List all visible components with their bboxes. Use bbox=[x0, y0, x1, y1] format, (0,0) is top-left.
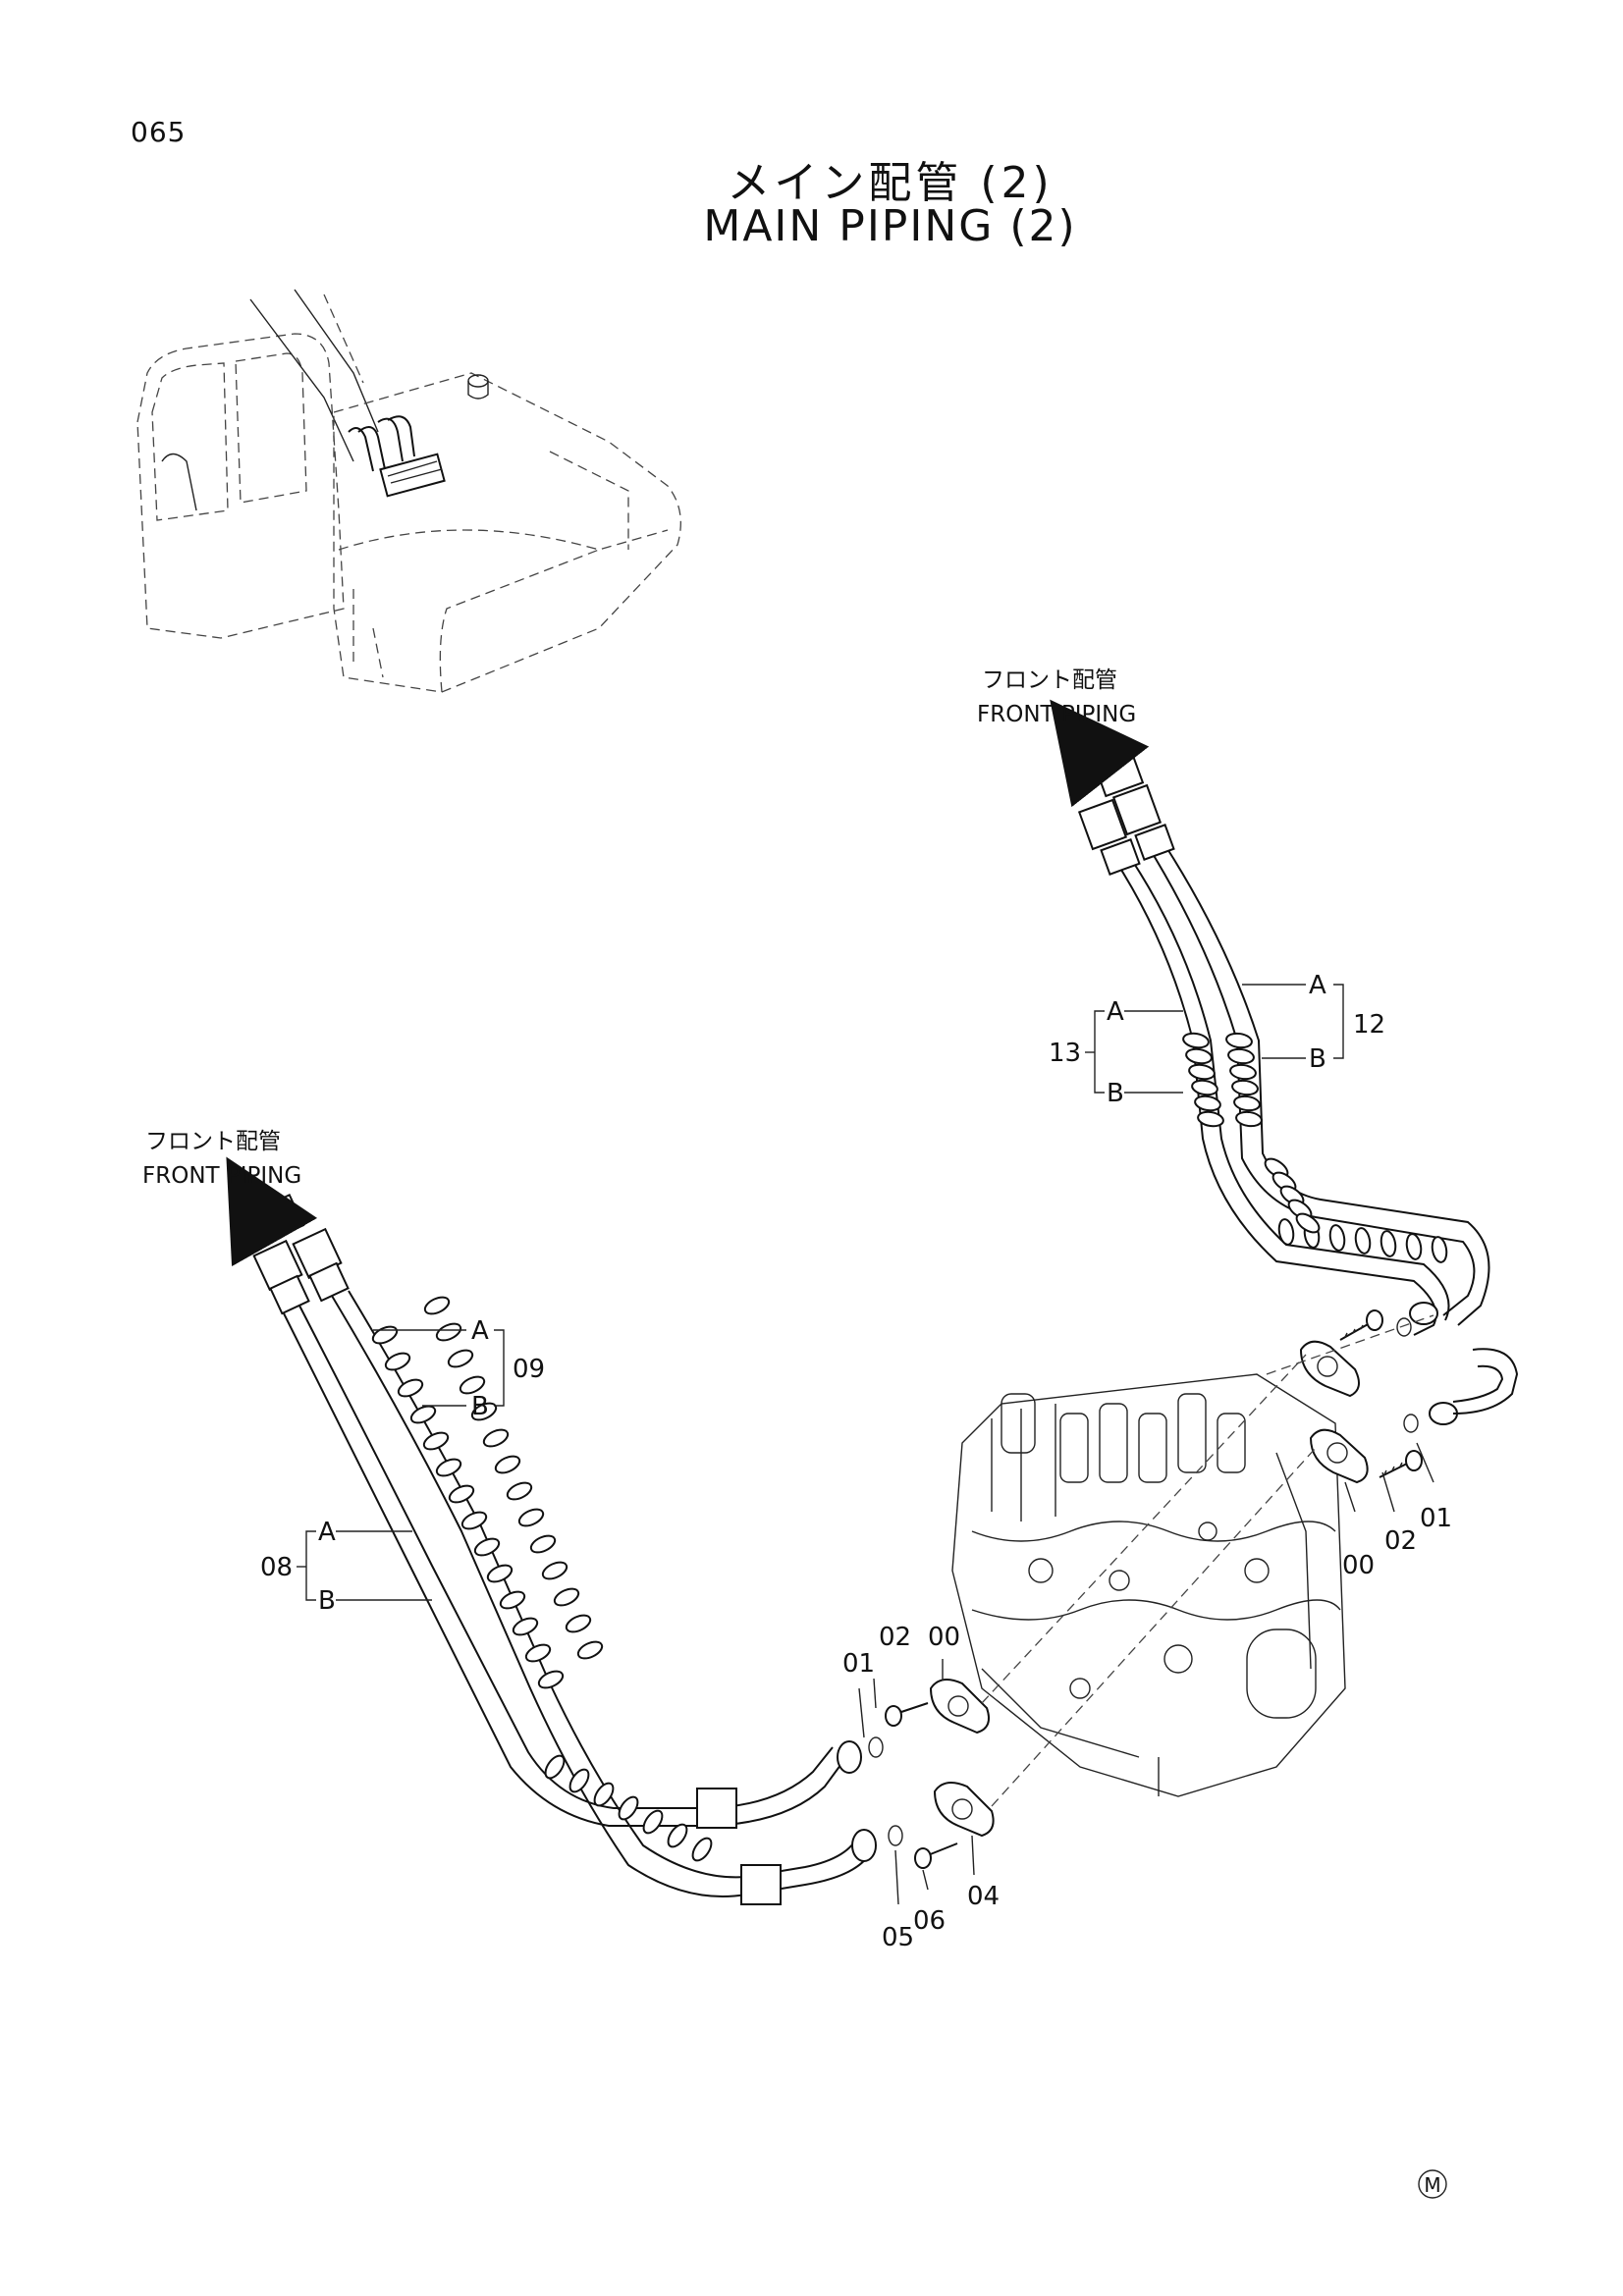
hose-protector-ring bbox=[593, 1782, 615, 1807]
hose-protector-ring bbox=[529, 1534, 557, 1554]
front-piping-arrow-right bbox=[1050, 699, 1150, 808]
front-piping-label-jp: フロント配管 bbox=[145, 1129, 281, 1154]
hose-protector-ring bbox=[1225, 1032, 1253, 1049]
hose-protector-ring bbox=[1185, 1047, 1213, 1065]
hose-end-label: A bbox=[1107, 997, 1124, 1027]
hose-protector-ring bbox=[1229, 1063, 1257, 1081]
hose-protector-ring bbox=[435, 1458, 462, 1477]
hose-end-label: A bbox=[1309, 971, 1326, 1000]
hose-protector-ring bbox=[409, 1405, 437, 1424]
hose-protector-ring bbox=[422, 1431, 450, 1451]
page-title-japanese: メイン配管 (2) bbox=[727, 158, 1054, 208]
control-valve-illustration bbox=[951, 1373, 1346, 1797]
hose-protector-ring bbox=[482, 1428, 510, 1448]
part-label-02: 02 bbox=[879, 1623, 911, 1652]
hose-protector-ring bbox=[384, 1352, 411, 1371]
hose-protector-ring bbox=[459, 1375, 486, 1395]
hose-protector-ring bbox=[568, 1768, 590, 1793]
part-label-13: 13 bbox=[1049, 1039, 1081, 1068]
hose-end-label: B bbox=[1309, 1044, 1326, 1074]
hose-end-label: B bbox=[318, 1586, 336, 1616]
hose-protector-ring bbox=[473, 1537, 501, 1557]
hose-protector-ring bbox=[667, 1823, 688, 1848]
hose-protector-ring bbox=[512, 1617, 539, 1636]
hose-end-label: A bbox=[471, 1316, 489, 1346]
hose-protector-ring bbox=[486, 1564, 514, 1583]
front-piping-label-jp: フロント配管 bbox=[982, 667, 1117, 693]
hose-protector-ring bbox=[1197, 1110, 1224, 1128]
hose-protector-ring bbox=[517, 1508, 545, 1527]
hose-protector-ring bbox=[1191, 1079, 1218, 1096]
part-label-00: 00 bbox=[928, 1623, 960, 1652]
hose-protector-ring bbox=[553, 1587, 580, 1607]
hose-protector-ring bbox=[423, 1296, 451, 1315]
hose-protector-ring bbox=[1188, 1063, 1216, 1081]
valve-location-highlight bbox=[348, 415, 446, 498]
hose-assembly-08-09 bbox=[248, 1193, 903, 1905]
hose-protector-ring bbox=[1227, 1047, 1255, 1065]
hose-protector-ring bbox=[565, 1614, 592, 1633]
hose-protector-ring bbox=[618, 1795, 639, 1821]
hose-protector-ring bbox=[506, 1481, 533, 1501]
hose-protector-ring bbox=[494, 1455, 521, 1474]
part-label-09: 09 bbox=[513, 1355, 545, 1384]
hose-protector-ring bbox=[524, 1643, 552, 1663]
hose-protector-ring bbox=[397, 1378, 424, 1398]
leader-lines bbox=[297, 984, 1434, 1905]
part-label-08: 08 bbox=[260, 1553, 293, 1582]
front-piping-label-en: FRONT PIPING bbox=[142, 1163, 301, 1189]
flanges-and-bolts bbox=[885, 1309, 1434, 1869]
part-label-01: 01 bbox=[842, 1649, 875, 1679]
hose-protector-ring bbox=[691, 1837, 713, 1862]
hose-protector-ring bbox=[499, 1590, 526, 1610]
callout-front-piping-right: フロント配管 FRONT PIPING bbox=[977, 667, 1136, 727]
hose-end-label: B bbox=[1107, 1079, 1124, 1108]
part-label-02: 02 bbox=[1384, 1526, 1417, 1556]
front-piping-label-en: FRONT PIPING bbox=[977, 702, 1136, 727]
hose-protector-ring bbox=[448, 1484, 475, 1504]
part-label-12: 12 bbox=[1353, 1010, 1385, 1040]
hose-protector-ring bbox=[1277, 1218, 1295, 1246]
hose-protector-ring bbox=[371, 1325, 399, 1345]
excavator-overview-illustration bbox=[136, 289, 681, 693]
hose-protector-ring bbox=[1233, 1095, 1261, 1112]
hose-protector-ring bbox=[435, 1322, 462, 1342]
part-label-01: 01 bbox=[1420, 1504, 1452, 1533]
hose-protector-ring bbox=[1405, 1233, 1423, 1260]
hose-protector-ring bbox=[1431, 1236, 1448, 1263]
page-title-english: MAIN PIPING (2) bbox=[703, 201, 1077, 251]
hose-protector-ring bbox=[541, 1561, 568, 1580]
part-label-06: 06 bbox=[913, 1906, 946, 1936]
hose-protector-ring bbox=[1235, 1110, 1263, 1128]
hose-end-label: A bbox=[318, 1518, 336, 1547]
part-label-04: 04 bbox=[967, 1882, 1000, 1911]
manufacturer-mark: M bbox=[1418, 2169, 1447, 2199]
hose-protector-ring bbox=[642, 1809, 664, 1835]
hose-assembly-12-13 bbox=[1077, 753, 1519, 1433]
hose-protector-ring bbox=[537, 1670, 565, 1689]
hose-protector-ring bbox=[1231, 1079, 1259, 1096]
callout-front-piping-left: フロント配管 FRONT PIPING bbox=[142, 1129, 301, 1189]
hose-protector-ring bbox=[447, 1349, 474, 1368]
page-number: 065 bbox=[131, 116, 187, 148]
hose-protector-ring bbox=[1182, 1032, 1210, 1049]
hose-protector-ring bbox=[460, 1511, 488, 1530]
hose-protector-ring bbox=[1328, 1224, 1346, 1252]
hose-protector-ring bbox=[1194, 1095, 1221, 1112]
hose-protector-ring bbox=[1380, 1230, 1397, 1257]
svg-text:M: M bbox=[1424, 2173, 1440, 2197]
part-label-05: 05 bbox=[882, 1923, 914, 1952]
hose-protector-ring bbox=[576, 1640, 604, 1660]
part-number-labels: A B 12 A B 13 A B 09 A B 08 01 02 00 00 … bbox=[260, 971, 1452, 1952]
hose-protector-ring bbox=[1295, 1212, 1321, 1234]
front-piping-arrow-left bbox=[226, 1156, 318, 1267]
hose-end-label: B bbox=[471, 1392, 489, 1421]
part-label-00: 00 bbox=[1342, 1551, 1375, 1580]
hose-protector-ring bbox=[544, 1754, 566, 1780]
hose-protector-ring bbox=[1354, 1227, 1372, 1255]
